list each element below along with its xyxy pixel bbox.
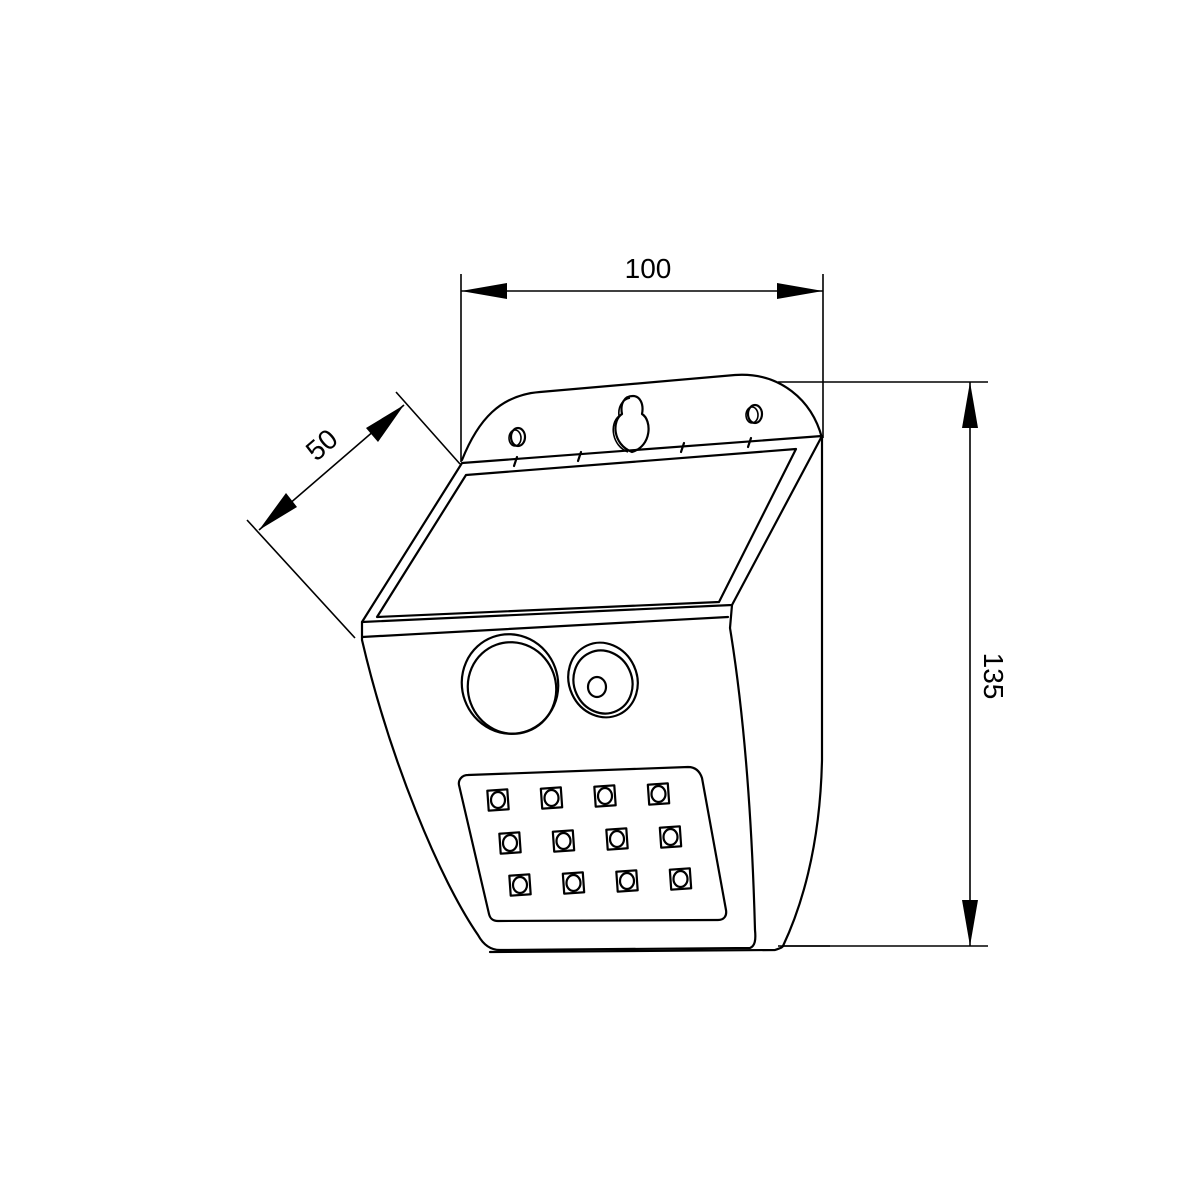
led-panel xyxy=(457,765,728,923)
device-body xyxy=(360,373,830,954)
screw-hole-right xyxy=(746,403,764,425)
height-label: 135 xyxy=(978,653,1009,700)
led-icon xyxy=(658,825,683,849)
pir-sensor xyxy=(460,633,560,735)
led-icon xyxy=(539,786,564,810)
led-icon xyxy=(605,827,629,851)
led-icon xyxy=(668,867,693,891)
height-dimension: 135 xyxy=(778,381,1009,947)
led-icon xyxy=(498,831,522,855)
depth-label: 50 xyxy=(300,423,344,467)
led-icon xyxy=(561,871,586,895)
keyhole-icon xyxy=(614,394,650,454)
led-icon xyxy=(615,869,639,893)
led-icon xyxy=(646,782,671,806)
mounting-features xyxy=(508,394,764,468)
led-icon xyxy=(508,873,532,897)
led-icon xyxy=(551,829,576,853)
width-dimension: 100 xyxy=(460,253,824,462)
led-grid xyxy=(486,782,693,897)
led-icon xyxy=(593,784,617,808)
screw-hole-left xyxy=(509,426,527,448)
led-icon xyxy=(486,788,510,812)
width-label: 100 xyxy=(625,253,672,284)
light-sensor xyxy=(567,641,639,719)
